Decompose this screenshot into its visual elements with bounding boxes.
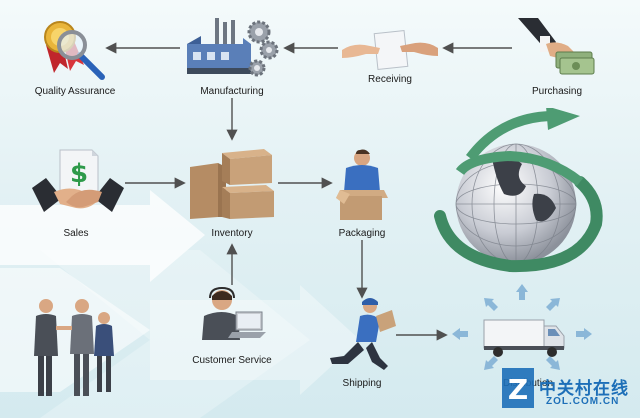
globe-icon [434,108,603,273]
packaging-worker-icon [336,149,388,220]
label-sales: Sales [63,228,89,239]
watermark-domain: ZOL.COM.CN [546,396,620,407]
distribution-arrow-left-icon [452,328,468,340]
label-purchasing: Purchasing [531,86,583,97]
label-manufacturing: Manufacturing [200,86,264,97]
shipping-courier-icon [330,298,396,370]
customer-service-agent-icon [202,286,266,340]
distribution-arrow-upleft-icon [484,298,498,311]
label-packaging: Packaging [338,228,386,239]
distribution-arrow-upright-icon [546,298,560,311]
quality-award-icon [44,21,105,80]
distribution-arrow-downleft-icon [484,356,498,370]
label-receiving: Receiving [368,74,412,85]
label-customer-service: Customer Service [192,355,272,366]
purchasing-money-icon [518,18,595,75]
distribution-arrow-downright-icon [546,356,560,370]
watermark-chinese: 中关村在线 [539,379,629,399]
label-inventory: Inventory [211,228,253,239]
receiving-handshake-icon [342,29,438,71]
svg-text:$: $ [70,159,88,189]
label-shipping: Shipping [342,378,382,389]
sales-deal-icon: $ [32,149,124,212]
zol-logo-icon: Z [502,368,534,408]
distribution-arrow-right-icon [576,328,592,340]
svg-text:Z: Z [508,373,528,406]
inventory-boxes-icon [190,149,274,219]
factory-icon [187,18,279,77]
distribution-arrow-up-icon [516,284,528,300]
business-people-icon [34,299,114,396]
label-quality-assurance: Quality Assurance [34,86,116,97]
distribution-truck-icon [452,284,592,370]
